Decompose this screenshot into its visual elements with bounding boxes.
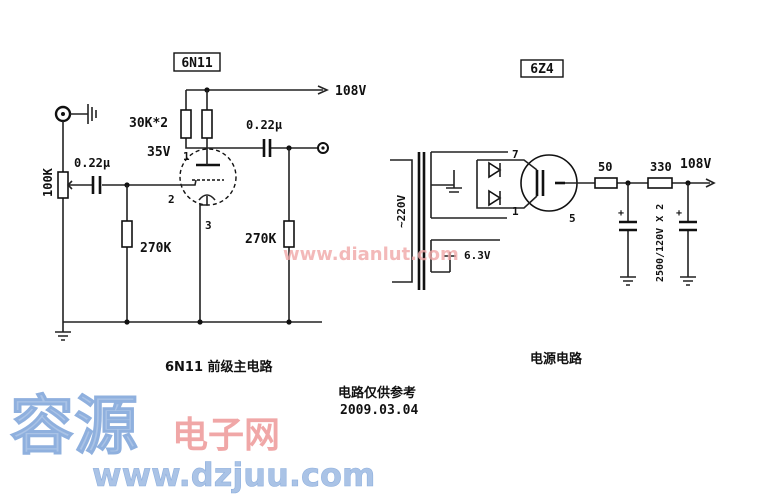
power-caption: 电源电路: [530, 351, 583, 367]
b-plus-arrow: [317, 85, 329, 95]
svg-text:+: +: [618, 208, 624, 219]
pin-3-label: 3: [205, 219, 212, 232]
svg-text:+: +: [676, 208, 682, 219]
volume-pot[interactable]: [57, 171, 69, 199]
output-capacitor-label: 0.22μ: [246, 118, 282, 132]
preamp-tube-envelope: [179, 148, 237, 206]
input-capacitor: [91, 176, 102, 194]
filter-capacitor-1: [619, 220, 637, 232]
grid-resistor: [121, 220, 133, 248]
transformer-core: [417, 152, 426, 290]
plate-resistor-2: [201, 109, 213, 139]
pin-2-label: 2: [168, 193, 175, 206]
resistor-330-label: 330: [650, 160, 672, 174]
power-circuit: 6Z4 ~220V 6.3V 7 1 5 50 330 108V: [390, 59, 716, 367]
filter-resistor-50: [594, 177, 618, 189]
filter-resistor-330: [647, 177, 673, 189]
preamp-tube-label: 6N11: [181, 56, 212, 71]
preamp-tube-label-box: [173, 52, 221, 72]
filter-capacitor-2: [679, 220, 697, 232]
volume-pot-label: 100K: [41, 167, 55, 197]
heater-secondary: [430, 239, 500, 273]
filter-capacitor-label: 2500/120V X 2: [655, 204, 666, 282]
pin-7-label: 7: [512, 148, 519, 161]
output-capacitor: [262, 139, 272, 157]
heater-voltage-label: 6.3V: [464, 249, 491, 262]
power-output-label: 108V: [680, 157, 711, 172]
output-resistor: [283, 220, 295, 248]
plate-voltage-label: 35V: [147, 145, 171, 160]
diode-lower: [488, 189, 502, 207]
logo-watermark-cn: 容源: [10, 390, 138, 464]
preamp-circuit: 6N11 108V 30K*2 35V 1 2 3 0.22μ 2: [41, 52, 366, 375]
pin-1-power-label: 1: [512, 205, 519, 218]
note-line-1: 电路仅供参考: [338, 385, 416, 401]
output-arrow: [705, 178, 716, 188]
pot-wiper-arrow: [66, 180, 73, 190]
b-plus-label: 108V: [335, 84, 366, 99]
preamp-caption: 6N11 前级主电路: [165, 359, 274, 375]
pin-1-label: 1: [183, 150, 190, 163]
note-date: 2009.03.04: [340, 403, 418, 418]
center-watermark-url: www.dianlut.com: [283, 244, 459, 265]
plate-resistor-label: 30K*2: [129, 116, 168, 131]
output-resistor-label: 270K: [245, 232, 276, 247]
resistor-50-label: 50: [598, 160, 612, 174]
primary-voltage-label: ~220V: [395, 195, 408, 228]
power-tube-label-box: [520, 59, 564, 78]
input-capacitor-label: 0.22μ: [74, 156, 110, 170]
power-tube-label: 6Z4: [530, 62, 554, 77]
plate-resistor-1: [180, 109, 192, 139]
ground-symbol: [55, 322, 71, 341]
logo-watermark-sub: 电子网: [172, 415, 280, 456]
grid-resistor-label: 270K: [140, 241, 171, 256]
pin-5-label: 5: [569, 212, 576, 225]
logo-watermark-url: www.dzjuu.com: [92, 456, 375, 494]
diode-upper: [488, 161, 502, 179]
tube-cathode: [198, 194, 216, 201]
